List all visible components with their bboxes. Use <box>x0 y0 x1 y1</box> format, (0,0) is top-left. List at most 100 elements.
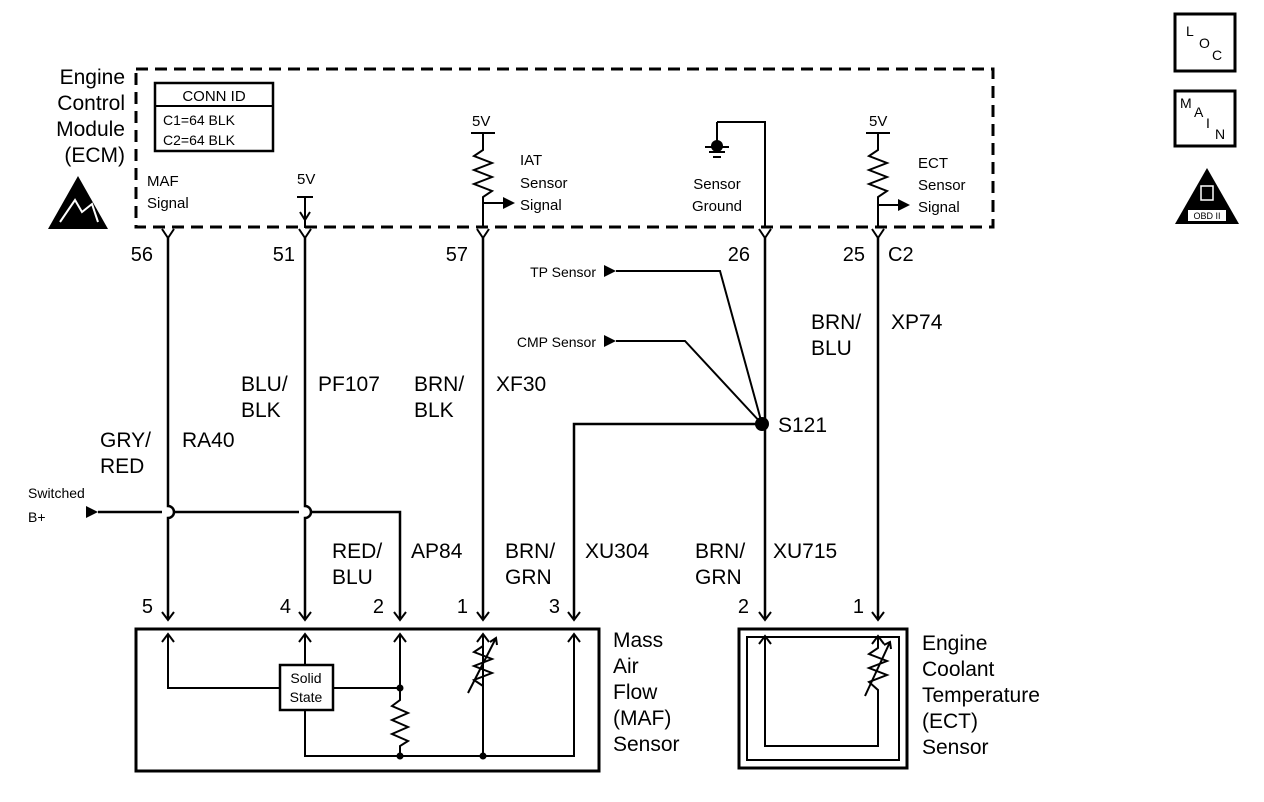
svg-text:Signal: Signal <box>918 199 960 216</box>
svg-text:M: M <box>1180 95 1192 111</box>
svg-text:C: C <box>1212 47 1222 63</box>
svg-text:5: 5 <box>142 596 153 618</box>
svg-text:IAT: IAT <box>520 152 542 169</box>
sensor-ground-label: Sensor Ground <box>692 176 742 215</box>
svg-text:AP84: AP84 <box>411 540 463 563</box>
svg-text:Signal: Signal <box>520 197 562 214</box>
svg-text:L: L <box>1186 23 1194 39</box>
ect-thermistor-icon <box>864 636 892 697</box>
svg-text:RED/: RED/ <box>332 540 382 563</box>
arrow-right-icon <box>898 199 910 211</box>
maf-pin-numbers: 5 4 2 1 3 <box>142 596 560 618</box>
svg-text:OBD II: OBD II <box>1193 211 1220 221</box>
svg-text:B+: B+ <box>28 509 46 525</box>
svg-text:BRN/: BRN/ <box>414 373 464 396</box>
ect-signal-label: ECT Sensor Signal <box>918 155 966 216</box>
switched-b-label: Switched B+ <box>28 485 85 525</box>
cmp-sensor-label: CMP Sensor <box>517 334 596 350</box>
svg-text:GRN: GRN <box>505 566 552 589</box>
svg-text:Solid: Solid <box>290 670 321 686</box>
splice-label: S121 <box>778 414 827 437</box>
svg-text:2: 2 <box>738 596 749 618</box>
wire-ra40 <box>166 238 176 618</box>
supply-5v-label: 5V <box>472 113 490 130</box>
svg-text:Sensor: Sensor <box>613 733 680 756</box>
main-icon[interactable]: M A I N <box>1173 89 1237 148</box>
ecm-pin-numbers: 56 51 57 26 25 <box>131 244 865 266</box>
svg-text:A: A <box>1194 104 1204 120</box>
svg-text:GRY/: GRY/ <box>100 429 151 452</box>
svg-text:Sensor: Sensor <box>520 175 568 192</box>
ecm-connector-pins <box>161 228 885 240</box>
svg-text:Ground: Ground <box>692 198 742 215</box>
svg-text:PF107: PF107 <box>318 373 380 396</box>
svg-text:C2=64 BLK: C2=64 BLK <box>163 132 236 148</box>
supply-5v-label: 5V <box>869 113 887 130</box>
svg-text:4: 4 <box>280 596 291 618</box>
svg-text:56: 56 <box>131 244 153 266</box>
svg-text:BRN/: BRN/ <box>505 540 555 563</box>
ect-sensor-box <box>737 627 909 770</box>
svg-text:BLK: BLK <box>241 399 281 422</box>
svg-text:Sensor: Sensor <box>693 176 741 193</box>
svg-text:BRN/: BRN/ <box>811 311 861 334</box>
arrow-right-icon <box>503 197 515 209</box>
obd-ii-icon[interactable]: OBD II <box>1175 168 1239 224</box>
svg-text:ECT: ECT <box>918 155 948 172</box>
tp-sensor-label: TP Sensor <box>530 264 596 280</box>
svg-text:(ECM): (ECM) <box>64 144 125 167</box>
svg-text:State: State <box>290 689 323 705</box>
svg-text:Engine: Engine <box>922 632 987 655</box>
svg-text:Switched: Switched <box>28 485 85 501</box>
svg-text:MAF: MAF <box>147 173 179 190</box>
loc-icon[interactable]: L O C <box>1173 12 1237 73</box>
svg-text:Air: Air <box>613 655 639 678</box>
svg-text:Sensor: Sensor <box>918 177 966 194</box>
svg-text:BLU: BLU <box>811 337 852 360</box>
wire-label-brn-grn-maf: BRN/ GRN XU304 <box>505 540 650 589</box>
svg-text:RA40: RA40 <box>182 429 235 452</box>
ground-icon <box>705 122 729 158</box>
svg-text:XU715: XU715 <box>773 540 837 563</box>
svg-text:XF30: XF30 <box>496 373 546 396</box>
svg-text:Mass: Mass <box>613 629 663 652</box>
arrow-right-icon <box>604 335 616 347</box>
solid-state-box: Solid State <box>278 663 335 712</box>
svg-text:BLK: BLK <box>414 399 454 422</box>
svg-text:N: N <box>1215 126 1225 142</box>
svg-text:1: 1 <box>457 596 468 618</box>
svg-text:1: 1 <box>853 596 864 618</box>
wire-xu304 <box>572 422 762 618</box>
svg-text:Control: Control <box>57 92 125 115</box>
ecm-title: Engine Control Module (ECM) <box>56 66 125 167</box>
svg-text:Coolant: Coolant <box>922 658 995 681</box>
arrow-right-icon <box>604 265 616 277</box>
svg-text:(MAF): (MAF) <box>613 707 671 730</box>
maf-sensor-label: Mass Air Flow (MAF) Sensor <box>613 629 680 756</box>
svg-text:Temperature: Temperature <box>922 684 1040 707</box>
supply-5v-label: 5V <box>297 171 315 188</box>
ect-pin-numbers: 2 1 <box>738 596 864 618</box>
svg-text:RED: RED <box>100 455 144 478</box>
svg-text:Module: Module <box>56 118 125 141</box>
svg-text:O: O <box>1199 35 1210 51</box>
svg-text:C1=64 BLK: C1=64 BLK <box>163 112 236 128</box>
wire-label-red-blu: RED/ BLU AP84 <box>332 540 463 589</box>
ect-pullup-resistor <box>866 132 890 228</box>
svg-text:GRN: GRN <box>695 566 742 589</box>
wire-label-blu-blk: BLU/ BLK PF107 <box>241 373 380 422</box>
maf-sensor-box <box>134 627 601 773</box>
iat-thermistor-icon <box>467 636 498 694</box>
svg-text:(ECT): (ECT) <box>922 710 978 733</box>
svg-text:Signal: Signal <box>147 195 189 212</box>
ect-sensor-label: Engine Coolant Temperature (ECT) Sensor <box>922 632 1040 759</box>
svg-text:BRN/: BRN/ <box>695 540 745 563</box>
ect-connector-pins <box>758 611 885 622</box>
iat-signal-label: IAT Sensor Signal <box>520 152 568 214</box>
conn-id-box: CONN ID C1=64 BLK C2=64 BLK <box>153 81 275 153</box>
wire-ap84 <box>98 510 402 618</box>
svg-text:XU304: XU304 <box>585 540 650 563</box>
supply-5v-tee <box>297 196 313 228</box>
wire-label-brn-blu: BRN/ BLU XP74 <box>811 311 943 360</box>
